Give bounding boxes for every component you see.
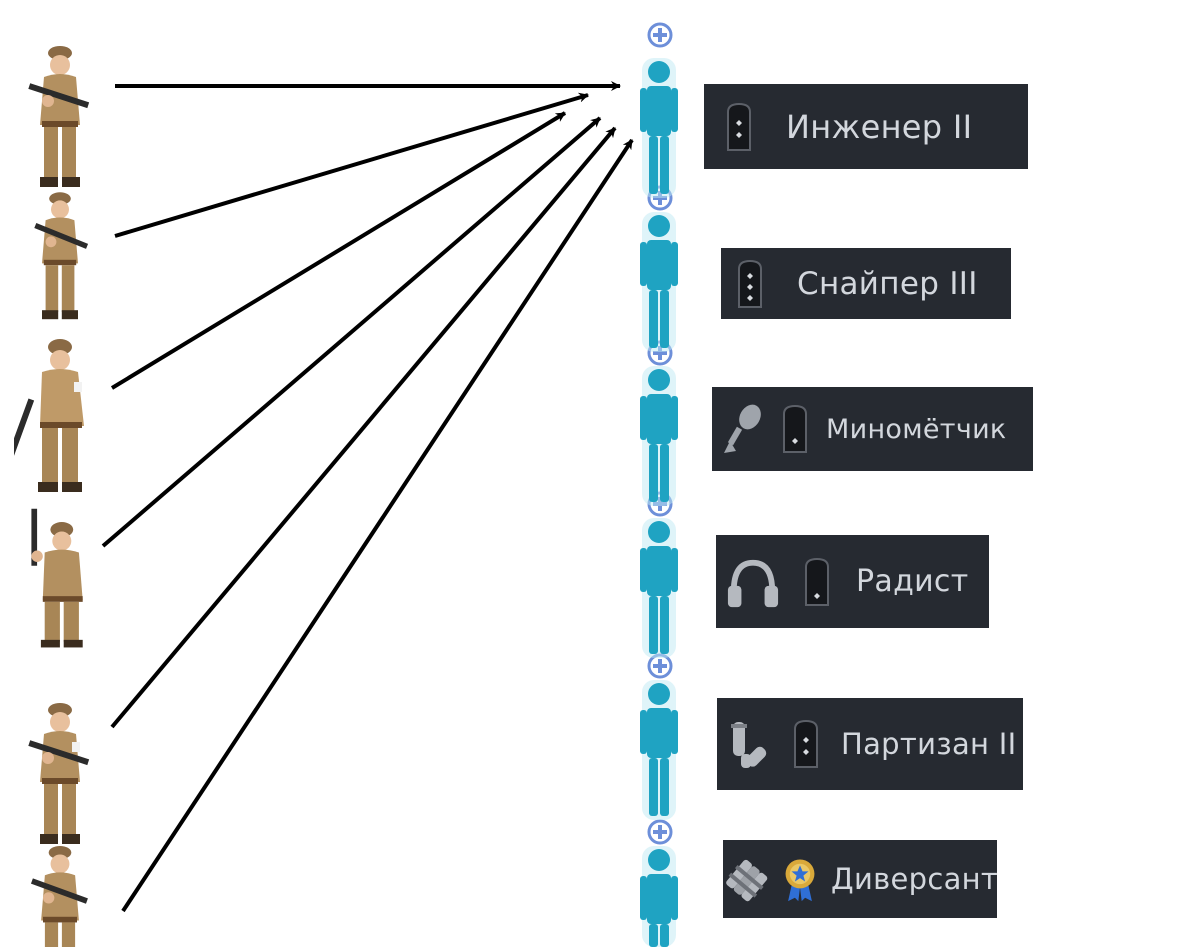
slot-label-text: Миномётчик <box>826 413 1007 445</box>
soldier-with-rifle-icon <box>28 703 90 844</box>
soldier-with-rifle-icon <box>34 192 89 320</box>
soldier-with-rifle-icon <box>28 46 90 187</box>
slot-label-text: Диверсант <box>831 862 999 896</box>
soldier-card[interactable] <box>14 338 94 498</box>
soldier-card[interactable] <box>24 188 104 328</box>
rank-1-pip-icon <box>783 404 807 453</box>
mortar-shell-icon <box>724 404 761 453</box>
slot-label-partisan[interactable]: Партизан II <box>717 698 1023 790</box>
assignment-arrow <box>121 138 634 913</box>
empty-slot-figure-icon[interactable] <box>636 366 682 506</box>
headphones-icon <box>727 559 779 607</box>
empty-slot-figure-icon[interactable] <box>636 58 682 198</box>
ammo-icon <box>731 722 767 768</box>
soldier-card[interactable] <box>20 702 100 850</box>
slot-label-text: Снайпер III <box>797 265 978 302</box>
add-slot-plus-icon[interactable] <box>647 819 673 845</box>
soldier-with-rifle-icon <box>14 339 84 492</box>
slot-label-mortarman[interactable]: Миномётчик <box>712 387 1033 471</box>
slot-label-text: Инженер II <box>786 107 973 146</box>
rank-2-pips-icon <box>727 102 751 151</box>
empty-slot-figure-icon[interactable] <box>636 680 682 820</box>
slot-label-radio-operator[interactable]: Радист <box>716 535 989 628</box>
medal-icon <box>785 859 815 902</box>
dynamite-icon <box>726 859 768 902</box>
soldier-card[interactable] <box>22 845 102 947</box>
assignment-arrow <box>101 116 602 548</box>
slot-label-engineer[interactable]: Инженер II <box>704 84 1028 169</box>
soldier-with-rifle-icon <box>31 508 83 648</box>
rank-1-pip-icon <box>805 557 829 606</box>
slot-label-text: Радист <box>856 564 969 599</box>
slot-label-sniper[interactable]: Снайпер III <box>721 248 1011 319</box>
assignment-arrow <box>114 92 589 238</box>
rank-2-pips-icon <box>794 719 818 768</box>
soldier-card[interactable] <box>20 45 100 193</box>
assignment-arrow <box>110 111 567 390</box>
slot-label-text: Партизан II <box>841 727 1017 761</box>
empty-slot-figure-icon[interactable] <box>636 518 682 658</box>
soldier-card[interactable] <box>20 505 100 655</box>
empty-slot-figure-icon[interactable] <box>636 846 682 947</box>
slot-label-saboteur[interactable]: Диверсант <box>723 840 999 918</box>
soldier-with-rifle-icon <box>30 845 88 947</box>
empty-slot-figure-icon[interactable] <box>636 212 682 352</box>
rank-3-pips-icon <box>738 259 762 308</box>
assignment-arrow <box>110 126 617 729</box>
add-slot-plus-icon[interactable] <box>647 22 673 48</box>
